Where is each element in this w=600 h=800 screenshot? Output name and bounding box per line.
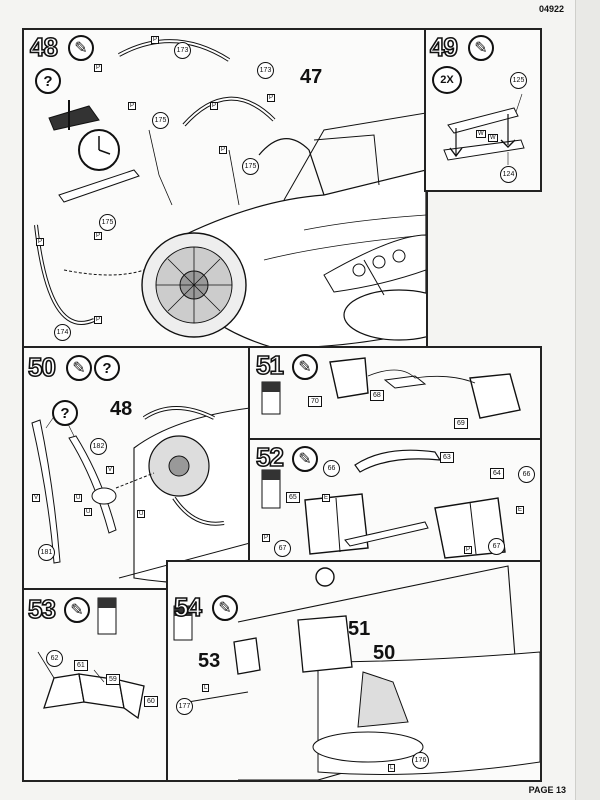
step-54-panel: 54 ✎ 51 53 50 177 176 L L xyxy=(166,560,542,782)
alignment-mark: P xyxy=(219,146,228,154)
glue-icon: ✎ xyxy=(64,597,90,623)
alignment-mark: P xyxy=(36,238,45,246)
step-53-panel: 53 ✎ 62 61 59 60 xyxy=(22,588,170,782)
glue-icon: ✎ xyxy=(66,355,92,381)
step-number: 50 xyxy=(27,351,57,383)
glue-icon: ✎ xyxy=(68,35,94,61)
step-49-illustration xyxy=(443,93,525,165)
part-number: 175 xyxy=(242,158,259,175)
part-number: 182 xyxy=(90,438,107,455)
part-number: 66 xyxy=(323,460,340,477)
alignment-mark: P xyxy=(94,64,103,72)
alignment-mark: P xyxy=(128,102,137,110)
question-icon: ? xyxy=(35,68,61,94)
glue-icon: ✎ xyxy=(292,354,318,380)
alignment-mark: P xyxy=(262,534,271,542)
question-icon: ? xyxy=(52,400,78,426)
alignment-mark: E xyxy=(322,494,331,502)
alignment-mark: V xyxy=(32,494,41,502)
reference-step-callout: 47 xyxy=(300,66,323,88)
step-48-illustration xyxy=(34,39,426,348)
alignment-mark: P xyxy=(464,546,473,554)
part-number: 175 xyxy=(152,112,169,129)
step-48-panel: 48 ✎ ? 47 173 173 175 175 175 174 P P P … xyxy=(22,28,428,350)
part-number: 173 xyxy=(174,42,191,59)
alignment-mark: V xyxy=(106,466,115,474)
part-number: 70 xyxy=(308,396,322,407)
part-number: 63 xyxy=(440,452,454,463)
part-number: 59 xyxy=(106,674,120,685)
alignment-mark: P xyxy=(94,316,103,324)
reference-step-callout: 51 xyxy=(348,618,371,640)
part-number: 61 xyxy=(74,660,88,671)
alignment-mark: P xyxy=(210,102,219,110)
step-49-panel: 49 ✎ 2X 125 124 W W xyxy=(424,28,542,192)
part-number: 125 xyxy=(510,72,527,89)
part-number: 174 xyxy=(54,324,71,341)
part-number: 66 xyxy=(518,466,535,483)
alignment-mark: U xyxy=(84,508,93,516)
step-number: 53 xyxy=(27,593,57,625)
kit-number: 04922 xyxy=(538,4,564,14)
reference-step-callout: 50 xyxy=(373,642,396,664)
reference-step-callout: 53 xyxy=(198,650,221,672)
part-number: 65 xyxy=(286,492,300,503)
part-number: 62 xyxy=(46,650,63,667)
alignment-mark: L xyxy=(202,684,210,692)
page-number: PAGE 13 xyxy=(528,785,566,795)
glue-icon: ✎ xyxy=(292,446,318,472)
step-number: 54 xyxy=(173,591,203,623)
step-51-panel: 51 ✎ 70 68 69 xyxy=(248,346,542,442)
part-number: 176 xyxy=(412,752,429,769)
step-number: 48 xyxy=(29,31,59,63)
step-number: 49 xyxy=(429,31,459,63)
part-number: 68 xyxy=(370,390,384,401)
alignment-mark: U xyxy=(74,494,83,502)
step-52-illustration xyxy=(261,449,506,559)
alignment-mark: L xyxy=(388,764,396,772)
alignment-mark: W xyxy=(488,134,498,142)
step-number: 52 xyxy=(255,441,285,473)
alignment-mark: P xyxy=(94,232,103,240)
part-number: 124 xyxy=(500,166,517,183)
alignment-mark: U xyxy=(137,510,146,518)
step-52-panel: 52 ✎ 66 63 64 66 65 67 67 E E P P xyxy=(248,438,542,564)
page-binding-strip xyxy=(575,0,600,800)
step-54-illustration xyxy=(173,565,540,780)
part-number: 69 xyxy=(454,418,468,429)
quantity-badge: 2X xyxy=(432,66,462,94)
part-number: 64 xyxy=(490,468,504,479)
step-51-illustration xyxy=(261,357,521,419)
glue-icon: ✎ xyxy=(212,595,238,621)
part-number: 177 xyxy=(176,698,193,715)
part-number: 175 xyxy=(99,214,116,231)
reference-step-callout: 48 xyxy=(110,398,133,420)
question-icon: ? xyxy=(94,355,120,381)
alignment-mark: W xyxy=(476,130,486,138)
part-number: 173 xyxy=(257,62,274,79)
alignment-mark: P xyxy=(151,36,160,44)
part-number: 181 xyxy=(38,544,55,561)
part-number: 67 xyxy=(488,538,505,555)
step-50-illustration xyxy=(31,406,250,584)
step-number: 51 xyxy=(255,349,285,381)
part-number: 60 xyxy=(144,696,158,707)
glue-icon: ✎ xyxy=(468,35,494,61)
alignment-mark: E xyxy=(516,506,525,514)
step-50-panel: 50 ✎ ? ? 48 182 181 V V U U U xyxy=(22,346,252,592)
part-number: 67 xyxy=(274,540,291,557)
alignment-mark: P xyxy=(267,94,276,102)
